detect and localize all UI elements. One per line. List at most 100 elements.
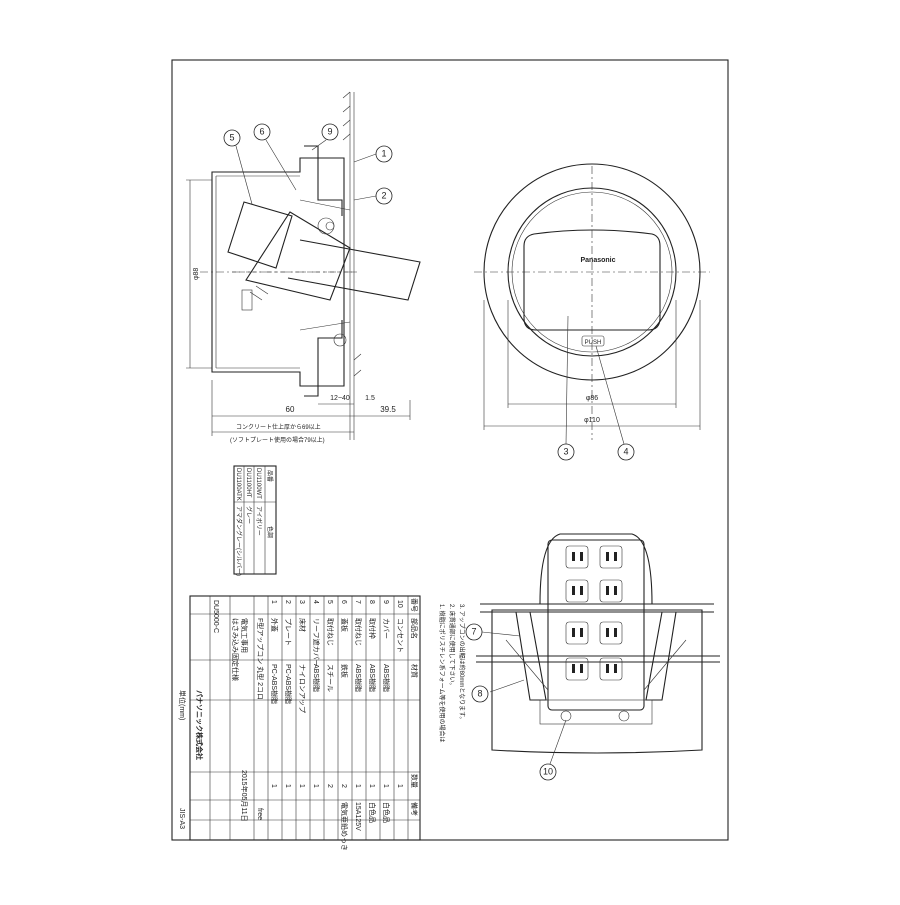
parts-row-no: 3 [298, 600, 305, 604]
parts-row-qty: 1 [396, 784, 403, 788]
parts-row-qty: 1 [298, 784, 305, 788]
outlet-body [547, 539, 645, 711]
callout-label: 5 [229, 132, 234, 142]
dim-side-gap: 1.5 [365, 395, 375, 402]
parts-row-name: 外蓋 [270, 618, 279, 632]
variant-row-color: アマダングレー(シルバー) [235, 506, 243, 576]
parts-row-no: 9 [382, 600, 389, 604]
callout-circle [375, 187, 393, 205]
push-button [581, 335, 605, 347]
parts-row-name: 蓋板 [340, 618, 349, 632]
bottom-view: 7 8 10 [465, 533, 720, 781]
variant-header-color: 色調 [266, 526, 274, 538]
parts-row-no: 8 [368, 600, 375, 604]
parts-row-material: PC-ABS樹脂 [284, 664, 293, 704]
parts-header-material: 材質 [410, 664, 419, 678]
parts-row-name: 取付ねじ [326, 618, 335, 646]
parts-row-material: ABS樹脂 [354, 664, 363, 692]
parts-row-qty: 1 [270, 784, 277, 788]
parts-row-note: 15A125V [354, 802, 361, 831]
parts-row-name: リーフ遮カバー [312, 618, 321, 667]
top-view: Panasonic PUSH φ86 φ110 3 4 [474, 163, 710, 461]
parts-row-qty: 1 [368, 784, 375, 788]
callout-circle [557, 443, 575, 461]
push-label: PUSH [585, 340, 602, 346]
parts-row-material: スチール [326, 664, 334, 692]
parts-row-name: 取付ねじ [354, 618, 363, 646]
parts-row-qty: 1 [312, 784, 319, 788]
note-line: 3. アップコンの出幅は約80mmとなります。 [458, 604, 466, 723]
callout-label: 7 [471, 626, 476, 636]
sheet-border [171, 59, 729, 841]
variant-row-color: グレー [245, 506, 253, 524]
variant-row-color: アイボリー [255, 506, 263, 536]
dim-side-range: 12~40 [330, 395, 350, 402]
callout-label: 2 [381, 190, 386, 200]
dim-side-depth: 60 [286, 405, 295, 414]
unit-note: 単位(mm) [178, 690, 187, 720]
parts-row-material: ABS樹脂 [382, 664, 391, 692]
dim-side-rim: 39.5 [380, 405, 396, 414]
parts-row-no: 6 [340, 600, 347, 604]
callout-label: 4 [623, 446, 628, 456]
parts-row-qty: 1 [284, 784, 291, 788]
variant-header-code: 品番 [266, 470, 273, 482]
parts-row-qty: 2 [326, 784, 333, 788]
scale-value: free [256, 808, 263, 820]
parts-header-name: 部品名 [410, 618, 419, 639]
parts-row-name: 取付枠 [368, 618, 377, 639]
variant-row-code: DU1100ATK [235, 468, 241, 501]
parts-row-no: 4 [312, 600, 319, 604]
parts-row-qty: 2 [340, 784, 347, 788]
product-name: F型アップコン 丸型 2コロ [256, 618, 265, 700]
product-subtitle: 電気工事用 [240, 618, 249, 653]
company-name: パナソニック株式会社 [195, 690, 204, 760]
side-note-1: コンクリート仕上厚から69以上 [236, 423, 321, 431]
callout-circle [223, 129, 241, 147]
callout-label: 9 [327, 126, 332, 136]
parts-row-no: 1 [270, 600, 277, 604]
parts-row-no: 5 [326, 600, 333, 604]
dim-top-inner: φ86 [586, 395, 598, 402]
parts-row-qty: 1 [382, 784, 389, 788]
callout-label: 1 [381, 148, 386, 158]
parts-row-material: ナイロンアップ [298, 664, 306, 713]
brand-logo: Panasonic [580, 257, 615, 264]
callout-label: 8 [477, 688, 482, 698]
callout-circle [321, 123, 339, 141]
callout-label: 3 [563, 446, 568, 456]
drawing-date: 2015年05月11日 [240, 770, 249, 822]
parts-row-name: カバー [382, 618, 390, 639]
parts-row-no: 7 [354, 600, 361, 604]
notes-block: 3. アップコンの出幅は約80mmとなります。 2. 床貫通部に使用して下さい。… [438, 604, 466, 743]
callout-circle [253, 123, 271, 141]
parts-header-qty: 数量 [410, 774, 419, 788]
parts-row-no: 2 [284, 600, 291, 604]
parts-row-material: ABS樹脂 [368, 664, 377, 692]
callout-circle [539, 763, 557, 781]
note-line: 2. 床貫通部に使用して下さい。 [448, 604, 456, 689]
parts-row-material: ABS樹脂 [312, 664, 321, 692]
callout-label: 10 [543, 766, 553, 776]
callout-label: 6 [259, 126, 264, 136]
parts-row-material: 鉄板 [340, 664, 349, 678]
parts-row-material: PC-ABS樹脂 [270, 664, 279, 704]
side-note-2: (ソフトプレート使用の場合79以上) [230, 436, 325, 444]
side-section-view: φ88 60 39.5 12~40 1.5 コンクリート仕上厚から69以上 (ソ… [186, 91, 421, 444]
product-subtitle: はさみ込み固定仕様 [231, 618, 240, 681]
sheet-code: JIS-A3 [178, 808, 185, 829]
parts-row-note: 白色品 [368, 802, 377, 823]
parts-row-name: プレート [284, 618, 292, 646]
callout-circle [617, 443, 635, 461]
drawing-number: DU5000-C [212, 600, 219, 633]
parts-row-name: 床材 [298, 618, 307, 632]
callout-circle [465, 623, 483, 641]
inner-rim [507, 187, 677, 357]
callout-circle [471, 685, 489, 703]
variant-table: 品番 色調 DU1100WT アイボリー DU1100HT グレー DU1100… [233, 465, 277, 576]
outer-rim [483, 163, 701, 381]
dim-top-outer: φ110 [584, 417, 600, 424]
cover-plate [523, 229, 661, 331]
parts-row-note: 白色品 [382, 802, 391, 823]
